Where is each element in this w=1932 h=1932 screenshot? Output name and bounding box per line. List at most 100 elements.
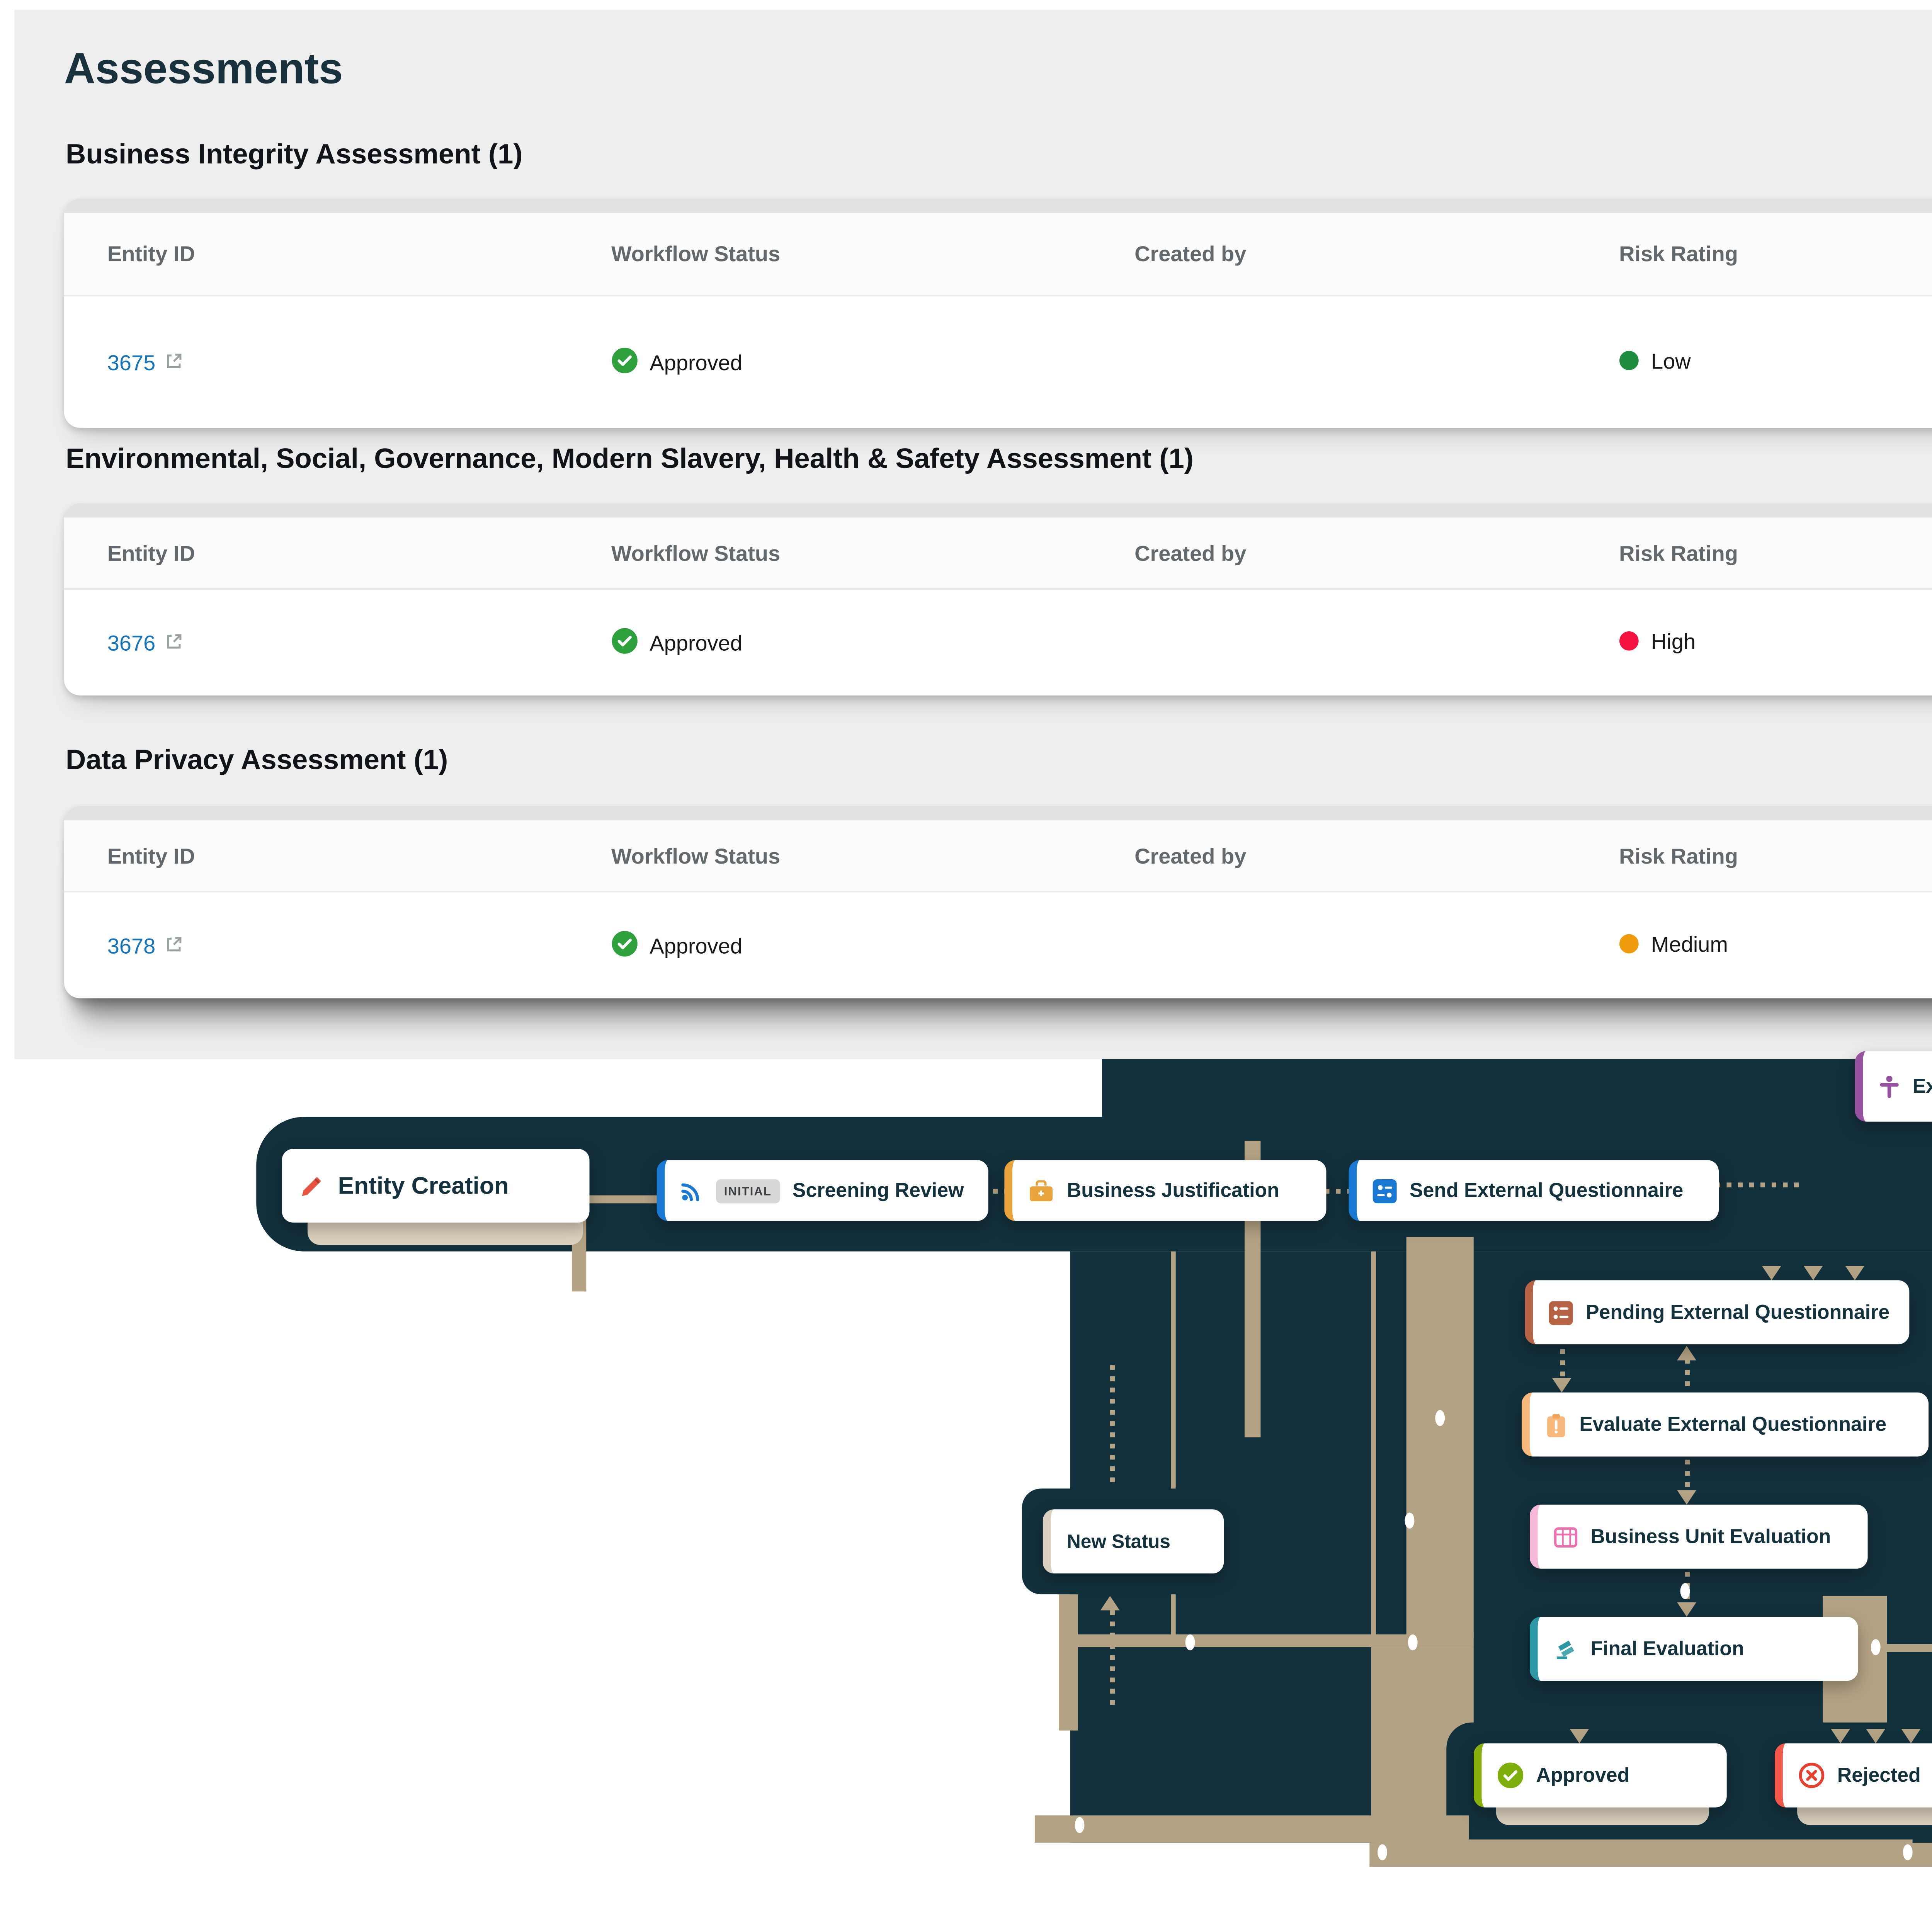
dashed-connector — [1685, 1459, 1689, 1495]
node-business-justification[interactable]: Business Justification — [1004, 1160, 1327, 1221]
external-link-icon — [165, 350, 183, 374]
briefcase-icon — [1028, 1179, 1054, 1202]
junction-dot — [1903, 1844, 1913, 1861]
node-send-external-questionnaire[interactable]: Send External Questionnaire — [1349, 1160, 1719, 1221]
col-created-by: Created by — [1134, 242, 1247, 266]
arrowhead-icon — [1570, 1729, 1589, 1743]
arrowhead-icon — [1762, 1265, 1781, 1281]
arrowhead-icon — [1100, 1596, 1120, 1611]
connector-line — [1371, 1251, 1376, 1643]
assessment-table-business-integrity: Entity ID Workflow Status Created by Ris… — [64, 199, 1932, 428]
node-evaluate-external-questionnaire[interactable]: Evaluate External Questionnaire — [1522, 1392, 1929, 1457]
arrowhead-icon — [1677, 1490, 1696, 1505]
col-workflow-status: Workflow Status — [611, 844, 781, 868]
clipboard-icon — [1546, 1412, 1566, 1437]
status-badge: Approved — [611, 627, 742, 658]
arrowhead-icon — [1901, 1729, 1921, 1743]
signal-icon — [681, 1179, 703, 1202]
junction-dot — [1075, 1817, 1085, 1833]
entity-id-link[interactable]: 3675 — [107, 350, 183, 374]
arrowhead-icon — [1552, 1378, 1571, 1393]
junction-dot — [1435, 1410, 1445, 1426]
node-screening-review[interactable]: INITIAL Screening Review — [656, 1160, 988, 1221]
diagram-dark-top-band — [1102, 1059, 1861, 1123]
section-heading-business-integrity: Business Integrity Assessment (1) — [65, 138, 523, 170]
risk-dot-icon — [1619, 934, 1638, 954]
assessment-table-esg: Entity ID Workflow Status Created by Ris… — [64, 503, 1932, 696]
assessment-table-data-privacy: Entity ID Workflow Status Created by Ris… — [64, 806, 1932, 998]
junction-dot — [1871, 1639, 1881, 1655]
connector-bar — [1376, 1839, 1913, 1867]
initial-badge: INITIAL — [716, 1178, 780, 1203]
col-entity-id: Entity ID — [107, 242, 195, 266]
risk-rating: Medium — [1619, 932, 1728, 956]
connector-bar — [1034, 1815, 1469, 1843]
node-rejected[interactable]: Rejected — [1775, 1743, 1932, 1808]
status-badge: Approved — [611, 347, 742, 378]
page-title: Assessments — [64, 45, 343, 93]
arrowhead-icon — [1677, 1346, 1696, 1361]
risk-rating: Low — [1619, 349, 1691, 373]
col-risk-rating: Risk Rating — [1619, 242, 1738, 266]
entity-id-link[interactable]: 3676 — [107, 631, 183, 655]
risk-dot-icon — [1619, 631, 1638, 651]
section-heading-data-privacy: Data Privacy Assessment (1) — [65, 743, 448, 776]
node-external-risk-assessment[interactable]: External Risk Assessment — [1855, 1051, 1932, 1122]
check-circle-icon — [611, 627, 637, 658]
person-icon — [1879, 1074, 1900, 1098]
junction-dot — [1680, 1583, 1690, 1599]
card-top-strip — [64, 503, 1932, 518]
junction-dot — [1378, 1844, 1387, 1861]
dashed-connector — [1110, 1610, 1114, 1710]
entity-id-link[interactable]: 3678 — [107, 934, 183, 957]
col-entity-id: Entity ID — [107, 541, 195, 565]
dashed-connector — [1560, 1349, 1564, 1384]
sliders-icon — [1372, 1178, 1397, 1203]
col-created-by: Created by — [1134, 541, 1247, 565]
arrowhead-icon — [1831, 1729, 1850, 1743]
junction-dot — [1408, 1634, 1418, 1651]
connector-bar — [1070, 1634, 1474, 1647]
arrowhead-icon — [1866, 1729, 1886, 1743]
risk-rating: High — [1619, 629, 1696, 653]
external-link-icon — [165, 934, 183, 957]
list-icon — [1549, 1300, 1573, 1325]
external-link-icon — [165, 631, 183, 655]
node-approved[interactable]: Approved — [1473, 1743, 1727, 1808]
status-badge: Approved — [611, 930, 742, 961]
table-row: 3675 Approved Low — [64, 296, 1932, 428]
node-business-unit-evaluation[interactable]: Business Unit Evaluation — [1529, 1504, 1868, 1569]
risk-dot-icon — [1619, 351, 1638, 371]
arrowhead-icon — [1677, 1602, 1696, 1617]
connector-bar — [1059, 1594, 1078, 1731]
junction-dot — [1405, 1512, 1415, 1529]
node-final-evaluation[interactable]: Final Evaluation — [1529, 1617, 1858, 1681]
connector-bar — [1406, 1237, 1474, 1638]
card-top-strip — [64, 199, 1932, 213]
col-workflow-status: Workflow Status — [611, 242, 781, 266]
col-workflow-status: Workflow Status — [611, 541, 781, 565]
table-row: 3678 Approved Medium — [64, 892, 1932, 998]
check-circle-icon — [1497, 1762, 1524, 1788]
arrowhead-icon — [1845, 1265, 1865, 1281]
table-row: 3676 Approved High — [64, 590, 1932, 696]
section-heading-esg: Environmental, Social, Governance, Moder… — [65, 442, 1194, 474]
check-circle-icon — [611, 347, 637, 378]
col-created-by: Created by — [1134, 844, 1247, 868]
node-pending-external-questionnaire[interactable]: Pending External Questionnaire — [1525, 1280, 1910, 1345]
dashed-connector — [1110, 1365, 1114, 1487]
dashed-connector — [1685, 1359, 1689, 1391]
pencil-icon — [298, 1172, 325, 1199]
check-circle-icon — [611, 930, 637, 961]
col-risk-rating: Risk Rating — [1619, 541, 1738, 565]
assessments-panel: Assessments Business Integrity Assessmen… — [14, 9, 1932, 1060]
col-risk-rating: Risk Rating — [1619, 844, 1738, 868]
node-new-status[interactable]: New Status — [1043, 1509, 1224, 1574]
table-header-row: Entity ID Workflow Status Created by Ris… — [64, 820, 1932, 893]
junction-dot — [1185, 1634, 1195, 1651]
node-entity-creation[interactable]: Entity Creation — [282, 1149, 590, 1223]
evaluation-icon — [1554, 1637, 1578, 1661]
card-top-strip — [64, 806, 1932, 821]
x-circle-icon — [1799, 1762, 1825, 1788]
col-entity-id: Entity ID — [107, 844, 195, 868]
